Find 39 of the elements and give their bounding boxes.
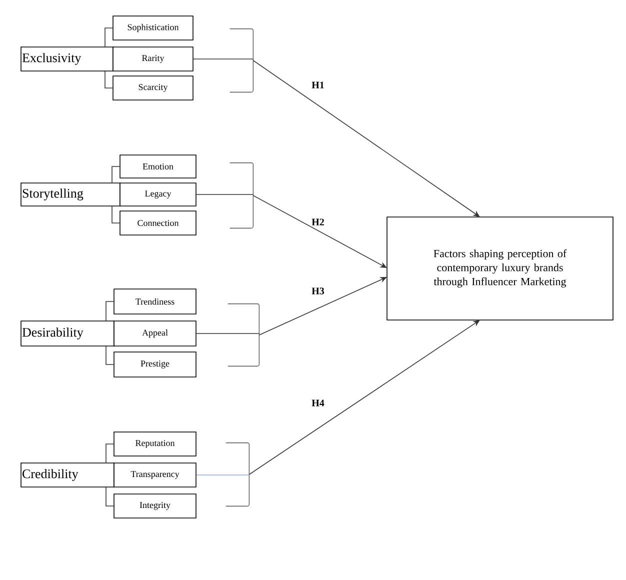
connector-line: [106, 301, 114, 322]
bracket-shape: [229, 162, 254, 229]
connector-line: [106, 486, 114, 506]
bracket-shape: [225, 442, 250, 507]
connector-line: [196, 474, 250, 476]
connector-line: [196, 194, 254, 195]
connector-line: [106, 444, 114, 464]
connector-line: [196, 333, 260, 334]
edge-label: H4: [310, 398, 326, 408]
connector-line: [104, 28, 113, 48]
connector-line: [112, 206, 120, 224]
arrow: [252, 60, 480, 217]
factor-box: Sophistication: [112, 16, 194, 40]
edge-label: H1: [310, 80, 326, 90]
connector-line: [106, 346, 114, 365]
factor-box: Integrity: [114, 494, 196, 518]
edge-label: H2: [310, 218, 326, 226]
bracket-shape: [227, 303, 260, 367]
factor-box: Trendiness: [114, 288, 196, 314]
category-box: Storytelling: [20, 182, 120, 206]
arrow: [248, 320, 480, 475]
factor-box: Reputation: [114, 432, 196, 456]
factor-box: Appeal: [114, 320, 196, 346]
factor-box: Prestige: [114, 352, 196, 378]
factor-box: Emotion: [120, 154, 196, 178]
category-box: Exclusivity: [20, 46, 114, 72]
factor-box: Scarcity: [112, 76, 194, 100]
connector-line: [193, 58, 254, 60]
connector-line: [104, 70, 113, 88]
category-box: Credibility: [20, 462, 114, 488]
outcome-box: Factors shaping perception of contemporary luxury brands through Influencer Marketing: [386, 216, 614, 320]
category-box: Desirability: [20, 320, 114, 346]
bracket-shape: [229, 28, 254, 93]
factor-box: Transparency: [114, 462, 196, 488]
edge-label: H3: [310, 286, 326, 296]
factor-box: Rarity: [112, 46, 194, 72]
factor-box: Legacy: [120, 182, 196, 206]
connector-line: [112, 166, 120, 184]
factor-box: Connection: [120, 210, 196, 236]
